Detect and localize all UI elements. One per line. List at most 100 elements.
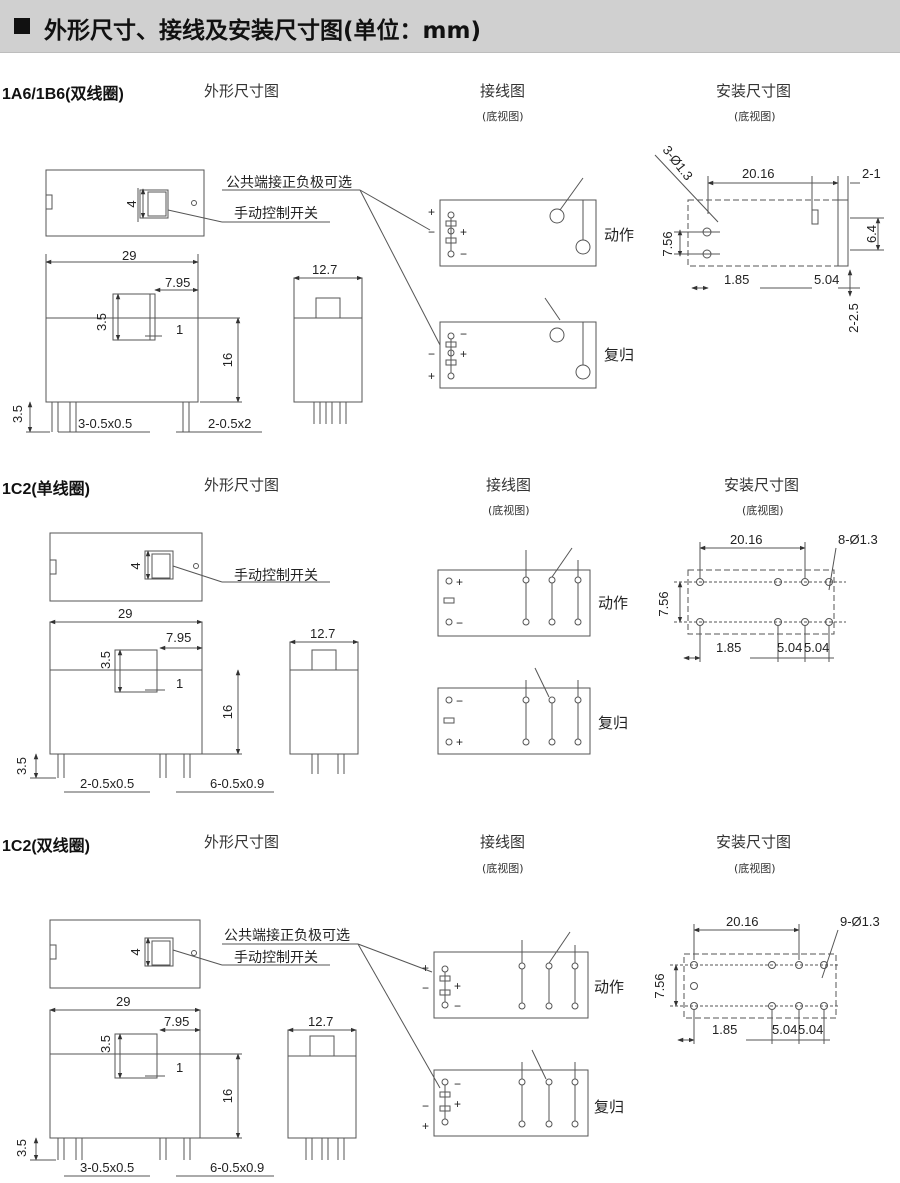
callout-common-s3: 公共端接正负极可选 [224, 927, 350, 944]
mount-185-s1: 1.85 [724, 272, 749, 287]
page-title: 外形尺寸、接线及安装尺寸图(单位：mm) [44, 18, 481, 44]
mount-504a-s3: 5.04 [772, 1022, 797, 1037]
pins-b-s2: 6-0.5x0.9 [210, 776, 264, 791]
pins-a-s2: 2-0.5x0.5 [80, 776, 134, 791]
plus-s3b: + [454, 979, 461, 993]
page-header: 外形尺寸、接线及安装尺寸图(单位：mm) [0, 0, 900, 53]
dim-35b-s3: 3.5 [14, 1139, 29, 1157]
square-bullet-icon [14, 18, 30, 34]
callout-manual-s3: 手动控制开关 [234, 950, 318, 966]
dim-127-s2: 12.7 [310, 626, 335, 641]
dim-4-s1: 4 [124, 200, 139, 207]
dim-795-s1: 7.95 [165, 275, 190, 290]
wiring-heading-3: 接线图 [480, 833, 526, 851]
callout-manual-s2: 手动控制开关 [234, 568, 318, 584]
section-2-outline [30, 532, 359, 793]
minus-s3b: − [454, 999, 461, 1013]
dim-35b-s1: 3.5 [10, 405, 25, 423]
plus-s1d: + [428, 369, 435, 383]
dim-35-s1: 3.5 [94, 313, 109, 331]
mounting-subheading-3: (底视图) [734, 862, 776, 875]
dim-29-s2: 29 [118, 606, 132, 621]
plus-s1b: + [460, 225, 467, 239]
dim-1-s1: 1 [176, 322, 183, 337]
wiring-heading-1: 接线图 [480, 82, 526, 100]
dim-16-s1: 16 [220, 353, 235, 367]
mount-504b-s2: 5.04 [804, 640, 829, 655]
mounting-subheading-1: (底视图) [734, 110, 776, 123]
section-name-1: 1A6/1B6(双线圈) [2, 86, 124, 103]
mount-756-s1: 7.56 [660, 231, 675, 256]
dim-35-s3: 3.5 [98, 1035, 113, 1053]
minus-s3a: − [422, 981, 429, 995]
minus-s1d: − [428, 347, 435, 361]
dim-1-s2: 1 [176, 676, 183, 691]
plus-s3c: + [454, 1097, 461, 1111]
dim-16-s2: 16 [220, 705, 235, 719]
state-action-s2: 动作 [598, 594, 628, 612]
dim-4-s2: 4 [128, 562, 143, 569]
pins-a-s1: 3-0.5x0.5 [78, 416, 132, 431]
dim-29-s1: 29 [122, 248, 136, 263]
mounting-subheading-2: (底视图) [742, 504, 784, 517]
minus-s1c: − [460, 327, 467, 341]
minus-s3c: − [454, 1077, 461, 1091]
dim-127-s3: 12.7 [308, 1014, 333, 1029]
mount-756-s3: 7.56 [652, 973, 667, 998]
wiring-subheading-2: (底视图) [488, 504, 530, 517]
outline-heading-2: 外形尺寸图 [204, 476, 280, 494]
mount-185-s3: 1.85 [712, 1022, 737, 1037]
state-reset-s3: 复归 [594, 1098, 624, 1116]
mount-2016-s2: 20.16 [730, 532, 763, 547]
plus-s3a: + [422, 961, 429, 975]
section-3-mounting [670, 924, 840, 1044]
section-2-mounting [674, 542, 846, 662]
section-1-outline [26, 169, 441, 433]
mount-holes-s3: 9-Ø1.3 [840, 914, 880, 929]
dim-4-s3: 4 [128, 948, 143, 955]
mounting-heading-2: 安装尺寸图 [724, 476, 800, 494]
mount-2016-s3: 20.16 [726, 914, 759, 929]
dim-795-s2: 7.95 [166, 630, 191, 645]
wiring-heading-2: 接线图 [486, 476, 532, 494]
mounting-heading-1: 安装尺寸图 [716, 82, 792, 100]
minus-s2b: − [456, 694, 463, 708]
state-reset-s1: 复归 [604, 346, 634, 364]
minus-s1a: − [428, 225, 435, 239]
dim-16-s3: 16 [220, 1089, 235, 1103]
wiring-subheading-1: (底视图) [482, 110, 524, 123]
outline-heading-3: 外形尺寸图 [204, 833, 280, 851]
dim-35b-s2: 3.5 [14, 757, 29, 775]
pins-b-s1: 2-0.5x2 [208, 416, 251, 431]
dim-1-s3: 1 [176, 1060, 183, 1075]
minus-s1b: − [460, 247, 467, 261]
section-name-2: 1C2(单线圈) [2, 481, 91, 498]
section-3-wiring [433, 931, 589, 1137]
outline-heading-1: 外形尺寸图 [204, 82, 280, 100]
state-action-s3: 动作 [594, 978, 624, 996]
plus-s3d: + [422, 1119, 429, 1133]
mount-504b-s3: 5.04 [798, 1022, 823, 1037]
dim-29-s3: 29 [116, 994, 130, 1009]
dim-795-s3: 7.95 [164, 1014, 189, 1029]
mounting-heading-3: 安装尺寸图 [716, 833, 792, 851]
callout-manual-s1: 手动控制开关 [234, 206, 318, 222]
mount-756-s2: 7.56 [656, 591, 671, 616]
plus-s2b: + [456, 735, 463, 749]
wiring-subheading-3: (底视图) [482, 862, 524, 875]
mount-504a-s2: 5.04 [777, 640, 802, 655]
section-3-outline [30, 919, 441, 1177]
mount-225-s1: 2-2.5 [846, 303, 861, 333]
section-1-wiring [439, 177, 597, 389]
mount-504-s1: 5.04 [814, 272, 839, 287]
minus-s3d: − [422, 1099, 429, 1113]
mount-21-s1: 2-1 [862, 166, 881, 181]
mount-64-s1: 6.4 [864, 225, 879, 243]
minus-s2a: − [456, 616, 463, 630]
state-reset-s2: 复归 [598, 714, 628, 732]
plus-s2a: + [456, 575, 463, 589]
mount-holes-s2: 8-Ø1.3 [838, 532, 878, 547]
section-1-mounting [654, 154, 884, 297]
section-2-wiring [437, 547, 591, 755]
